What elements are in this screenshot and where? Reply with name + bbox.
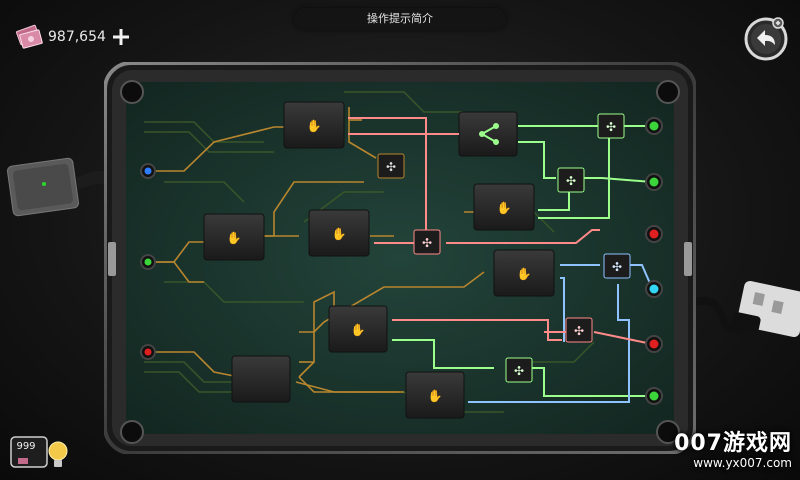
svg-text:✋: ✋ <box>351 323 366 337</box>
switch-node[interactable]: ✣ <box>603 253 631 279</box>
plus-icon[interactable] <box>111 27 131 47</box>
logic-gate-chip[interactable]: ✋ <box>203 213 265 261</box>
svg-text:✋: ✋ <box>332 227 347 241</box>
power-strip <box>694 280 800 338</box>
switch-node[interactable]: ✣ <box>557 167 585 193</box>
svg-text:✋: ✋ <box>497 201 512 215</box>
input-led-blue <box>140 163 156 179</box>
tutorial-banner[interactable]: 操作提示简介 <box>294 8 506 30</box>
svg-text:✣: ✣ <box>386 160 396 174</box>
hint-button[interactable] <box>10 436 70 472</box>
output-led-red <box>645 335 663 353</box>
logic-gate-chip[interactable]: ✋ <box>328 305 388 353</box>
svg-text:✣: ✣ <box>574 324 584 338</box>
screw-icon <box>120 80 680 444</box>
switch-node[interactable]: ✣ <box>505 357 533 383</box>
circuit-tablet: ✋ ✋ ✋ ✋ ✋ ✋ ✋ <box>104 62 696 454</box>
money-amount: 987,654 <box>48 29 106 45</box>
switch-node[interactable]: ✣ <box>377 153 405 179</box>
input-led-red <box>140 344 156 360</box>
logic-gate-chip[interactable]: ✋ <box>473 183 535 231</box>
wire-red <box>348 117 600 244</box>
cash-icon <box>15 24 43 49</box>
wall-socket <box>6 157 110 217</box>
logic-gate-chip[interactable]: ✋ <box>308 209 370 257</box>
svg-text:✋: ✋ <box>227 231 242 245</box>
svg-text:✋: ✋ <box>517 267 532 281</box>
switch-node[interactable]: ✣ <box>413 229 441 255</box>
output-led-green <box>645 173 663 191</box>
logic-gate-chip[interactable]: ✋ <box>283 101 345 149</box>
svg-text:✋: ✋ <box>307 119 322 133</box>
wire-blue <box>468 264 653 403</box>
logic-gate-chip[interactable]: ✋ <box>405 371 465 419</box>
wire-green <box>392 125 653 397</box>
output-led-green <box>645 117 663 135</box>
switch-node[interactable]: ✣ <box>597 113 625 139</box>
svg-text:✣: ✣ <box>566 174 576 188</box>
undo-arrow-icon[interactable] <box>743 16 789 62</box>
circuit-board <box>126 82 674 434</box>
watermark: 007游戏网 www.yx007.com <box>674 431 792 471</box>
hint-count: 999 <box>16 441 36 452</box>
svg-text:✣: ✣ <box>514 364 524 378</box>
output-led-red <box>645 225 663 243</box>
logic-gate-chip[interactable] <box>231 355 291 403</box>
svg-text:✣: ✣ <box>422 236 432 250</box>
switch-node[interactable]: ✣ <box>565 317 593 343</box>
output-led-green <box>645 387 663 405</box>
svg-text:✣: ✣ <box>612 260 622 274</box>
watermark-url: www.yx007.com <box>693 456 792 470</box>
splitter-chip[interactable] <box>458 111 518 157</box>
svg-text:✣: ✣ <box>606 120 616 134</box>
output-led-cyan <box>645 280 663 298</box>
input-led-green <box>140 254 156 270</box>
svg-text:✋: ✋ <box>428 389 443 403</box>
money-counter: 987,654 <box>14 22 131 52</box>
logic-gate-chip[interactable]: ✋ <box>493 249 555 297</box>
watermark-brand: 007游戏网 <box>674 431 792 456</box>
